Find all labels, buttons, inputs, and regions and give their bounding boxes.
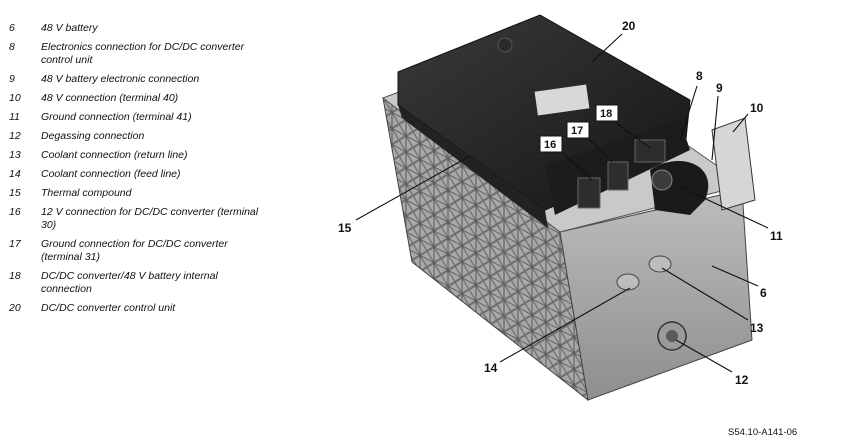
leader-line-6: [711, 265, 759, 287]
coolant-return-port: [648, 255, 672, 273]
callout-9: 9: [716, 81, 723, 95]
terminal-41-bolt: [651, 169, 673, 191]
callout-8: 8: [696, 69, 703, 83]
label-plate: [534, 84, 590, 116]
degassing-port-inner: [666, 330, 678, 342]
lid-screw: [497, 37, 513, 53]
callout-18-box: [595, 104, 619, 122]
callout-20: 20: [622, 19, 636, 33]
leader-line-9: [711, 95, 719, 161]
callout-14: 14: [484, 361, 498, 375]
callout-18: 18: [600, 108, 612, 120]
leader-line-12: [675, 339, 733, 373]
callout-6: 6: [760, 286, 767, 300]
control-unit-side: [398, 105, 548, 228]
callout-17: 17: [571, 125, 583, 137]
battery-illustration: 20 8 9 10 18 17 16 15 11 6 13 14 12: [338, 14, 783, 402]
leader-line-13: [661, 267, 749, 321]
leader-line-18: [614, 121, 651, 149]
callout-16: 16: [544, 139, 556, 151]
callout-16-box: [539, 135, 563, 153]
reference-code: S54.10-A141-06: [728, 427, 798, 438]
connector-16: [577, 177, 601, 209]
callout-17-box: [566, 121, 590, 139]
coolant-feed-port: [616, 273, 640, 291]
leader-line-14: [499, 287, 631, 363]
callout-15: 15: [338, 221, 352, 235]
connector-17: [607, 161, 629, 191]
connector-18: [634, 139, 666, 163]
callout-12: 12: [735, 373, 749, 387]
leader-line-16: [559, 149, 593, 181]
callout-13: 13: [750, 321, 764, 335]
callout-11: 11: [770, 229, 783, 243]
callout-10: 10: [750, 101, 764, 115]
leader-line-15: [355, 155, 471, 221]
terminal-40-connector: [711, 117, 756, 211]
leader-line-11: [677, 185, 769, 229]
leader-line-20: [591, 33, 623, 63]
leader-line-8: [679, 85, 698, 141]
leader-line-10: [732, 113, 749, 133]
leader-line-17: [585, 135, 613, 163]
